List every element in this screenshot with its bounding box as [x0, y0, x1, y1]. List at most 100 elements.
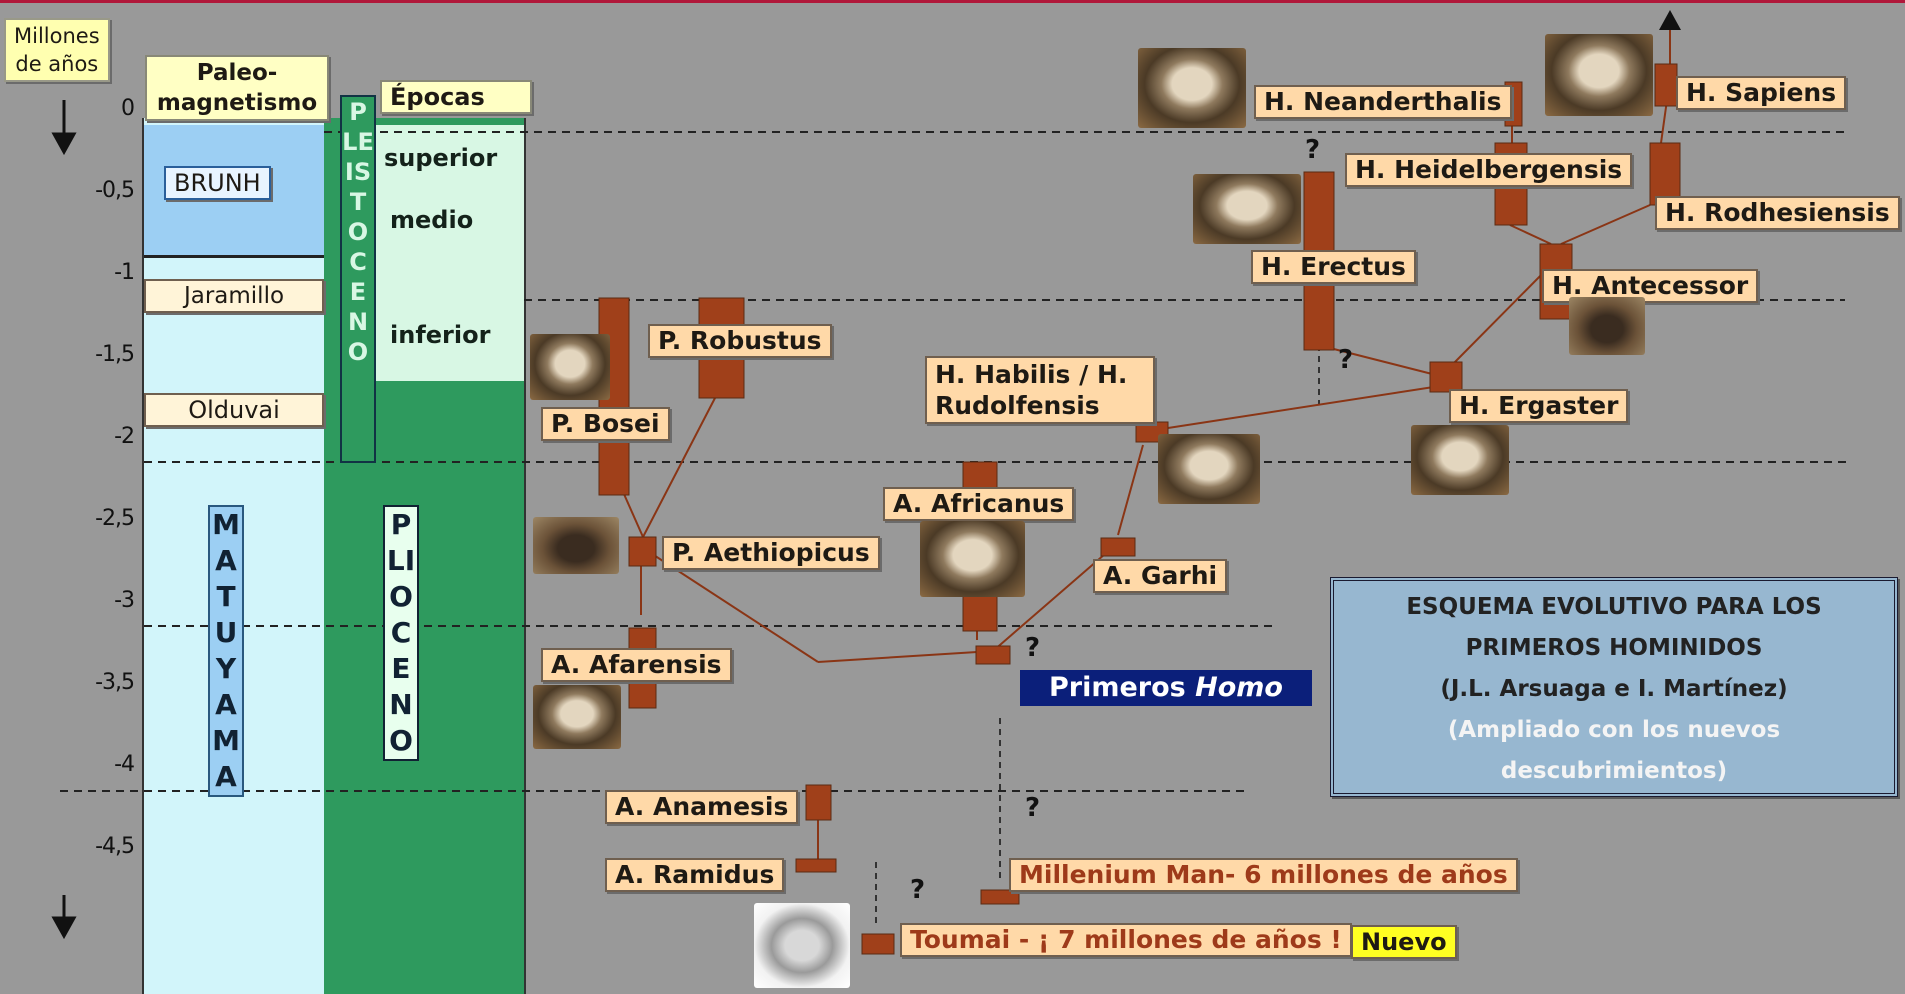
scheme-line4: (Ampliado con los nuevos: [1447, 717, 1781, 743]
label-a-afarensis: A. Afarensis: [541, 648, 732, 682]
line-garhi-habilis: [1117, 444, 1144, 536]
brunh-label: BRUNH: [164, 166, 271, 200]
paleomagnetism-header-line2: magnetismo: [156, 90, 318, 116]
line-ergaster-erectus: [1317, 344, 1441, 377]
pliocene-text: PLIOCENO: [386, 508, 416, 757]
label-a-garhi: A. Garhi: [1093, 559, 1228, 593]
line-anamensis-homo: [817, 650, 994, 663]
skull-icon-aethiopicus: [533, 517, 619, 574]
pleistocene-label: PLEISTOCENO: [340, 95, 376, 463]
line-ergaster-antecessor: [1449, 264, 1552, 368]
matuyama-text: MATUYAMA: [212, 508, 240, 793]
label-h-habilis: H. Habilis / H. Rudolfensis: [925, 356, 1155, 424]
bar-millenium: [980, 889, 1020, 905]
y-tick-label: -2,5: [95, 506, 135, 531]
y-tick-label: -1: [114, 260, 135, 285]
label-h-neanderthalis: H. Neanderthalis: [1254, 85, 1512, 119]
scheme-line3: (J.L. Arsuaga e I. Martínez): [1440, 676, 1788, 702]
up-arrow-icon: [1659, 10, 1681, 30]
jaramillo-label: Jaramillo: [144, 279, 324, 313]
line-habilis-ergaster: [1154, 385, 1441, 431]
down-arrow-bottom-head: [51, 916, 77, 940]
range-bars: [598, 63, 1681, 955]
pliocene-label: PLIOCENO: [383, 505, 419, 761]
line-aethiopicus-robustus: [642, 397, 716, 538]
skull-icon-sapiens: [1545, 34, 1653, 116]
skull-icon-neanderthalis: [1138, 48, 1246, 128]
paleomagnetism-header: Paleo- magnetismo: [145, 55, 329, 121]
label-a-ramidus: A. Ramidus: [605, 858, 785, 892]
line-node-garhi: [992, 553, 1106, 652]
uncertain-lines: [875, 345, 1320, 925]
y-tick-label: -3: [114, 588, 135, 613]
y-tick-label: -1,5: [95, 342, 135, 367]
label-h-sapiens: H. Sapiens: [1676, 76, 1847, 110]
y-tick-label: -3,5: [95, 670, 135, 695]
olduvai-label: Olduvai: [144, 393, 324, 427]
label-a-africanus: A. Africanus: [883, 487, 1075, 521]
epoch-medio: medio: [390, 206, 474, 234]
label-p-aethiopicus: P. Aethiopicus: [662, 536, 880, 570]
primeros-homo-prefix: Primeros: [1049, 672, 1186, 703]
bar-h-ergaster: [1429, 361, 1463, 393]
label-h-ergaster: H. Ergaster: [1449, 389, 1629, 423]
top-border: [0, 0, 1905, 3]
scheme-line1: ESQUEMA EVOLUTIVO PARA LOS: [1406, 594, 1822, 620]
scheme-line5: descubrimientos): [1500, 758, 1728, 784]
scheme-line2: PRIMEROS HOMINIDOS: [1465, 635, 1763, 661]
bar-p-aethiopicus: [628, 536, 657, 567]
down-arrow-top-head: [51, 132, 77, 156]
up-arrow-head: [1659, 10, 1681, 30]
skull-icon-ergaster: [1411, 425, 1509, 495]
skull-icon-habilis: [1158, 434, 1260, 504]
line-antecessor-heidelbergensis: [1509, 224, 1552, 245]
y-tick-label: -4,5: [95, 834, 135, 859]
bar-h-rhodesiensis: [1649, 142, 1681, 206]
primeros-homo-banner: Primeros Homo: [1020, 670, 1312, 706]
question-toumai: ?: [910, 875, 926, 905]
label-h-erectus: H. Erectus: [1251, 250, 1416, 284]
skull-icon-afarensis: [533, 685, 621, 749]
y-tick-label: -2: [114, 424, 135, 449]
skull-icon-africanus: [920, 521, 1025, 597]
bar-a-africanus-bottom: [962, 595, 998, 632]
pleistocene-lower-zone: [374, 258, 524, 381]
label-toumai: Toumai - ¡ 7 millones de años !: [900, 923, 1352, 957]
skull-icon-bosei: [530, 334, 610, 400]
skull-icon-toumai: [754, 903, 850, 988]
y-tick-label: -4: [114, 752, 135, 777]
bar-a-anamensis: [805, 784, 832, 821]
y-tick-label: 0: [121, 96, 135, 121]
epoch-inferior: inferior: [390, 321, 491, 349]
epochs-header: Épocas: [380, 80, 532, 114]
question-erectus: ?: [1305, 135, 1321, 165]
question-millenium: ?: [1025, 793, 1041, 823]
label-h-heidelbergensis: H. Heidelbergensis: [1345, 153, 1633, 187]
question-homo: ?: [1025, 633, 1041, 663]
label-a-anamensis: A. Anamesis: [605, 790, 799, 824]
primeros-homo-italic: Homo: [1195, 672, 1283, 703]
label-p-robustus: P. Robustus: [648, 324, 832, 358]
matuyama-label: MATUYAMA: [208, 505, 244, 797]
line-antecessor-rhodesiensis: [1560, 204, 1651, 245]
label-nuevo: Nuevo: [1351, 925, 1457, 959]
axis-title-line1: Millones: [14, 24, 100, 48]
bar-toumai: [861, 933, 895, 955]
down-arrow-icon: [51, 100, 77, 940]
question-erectus-lower: ?: [1338, 345, 1354, 375]
pleistocene-text: PLEISTOCENO: [342, 98, 374, 366]
paleomagnetism-header-line1: Paleo-: [196, 60, 278, 86]
axis-title: Millones de años: [4, 18, 110, 82]
y-tick-label: -0,5: [95, 178, 135, 203]
label-p-bosei: P. Bosei: [541, 407, 670, 441]
scheme-box: ESQUEMA EVOLUTIVO PARA LOS PRIMEROS HOMI…: [1330, 577, 1898, 797]
skull-icon-antecessor: [1569, 297, 1645, 355]
bar-homo-node: [975, 645, 1011, 665]
lineage-lines: [611, 28, 1671, 859]
bar-a-garhi: [1100, 537, 1136, 557]
axis-title-line2: de años: [15, 52, 99, 76]
bar-h-sapiens: [1654, 63, 1678, 107]
label-millenium: Millenium Man- 6 millones de años: [1009, 858, 1518, 892]
